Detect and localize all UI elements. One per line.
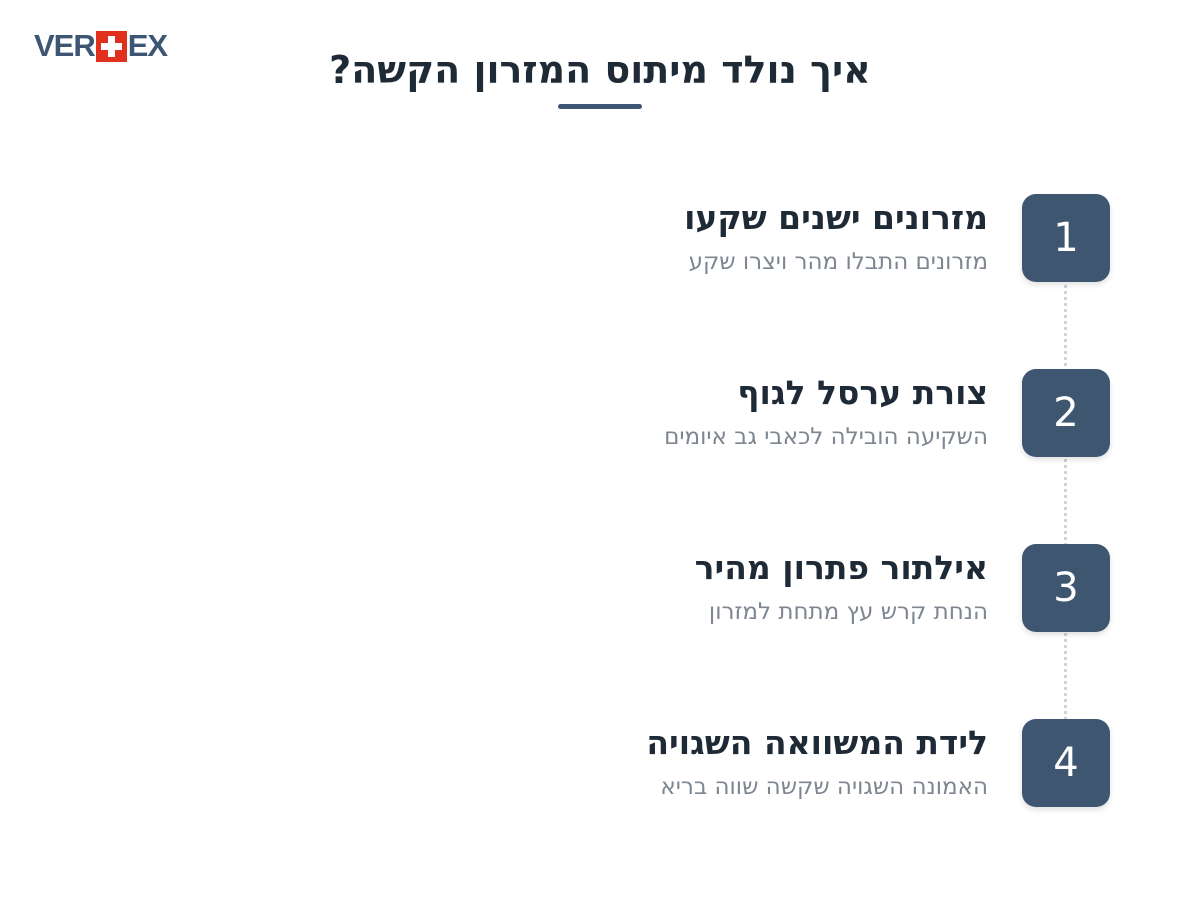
step-description: מזרונים התבלו מהר ויצרו שקע — [688, 249, 988, 275]
step-title: צורת ערסל לגוף — [737, 373, 988, 412]
swiss-cross-icon — [95, 30, 127, 62]
logo-text-left: VER — [34, 28, 96, 63]
step-description: האמונה השגויה שקשה שווה בריא — [660, 774, 988, 800]
step-text: צורת ערסל לגוף השקיעה הובילה לכאבי גב אי… — [288, 371, 988, 453]
timeline-step-1: 1 מזרונים ישנים שקעו מזרונים התבלו מהר ו… — [0, 194, 1200, 282]
step-title: לידת המשוואה השגויה — [646, 723, 988, 762]
step-number-badge: 2 — [1022, 369, 1110, 457]
title-underline — [558, 104, 642, 109]
timeline-connector — [1064, 238, 1067, 762]
step-description: הנחת קרש עץ מתחת למזרון — [708, 599, 988, 625]
logo-text-right: EX — [127, 28, 168, 63]
timeline-step-4: 4 לידת המשוואה השגויה האמונה השגויה שקשה… — [0, 719, 1200, 807]
step-title: אילתור פתרון מהיר — [694, 548, 988, 587]
step-title: מזרונים ישנים שקעו — [684, 198, 988, 237]
step-number-badge: 1 — [1022, 194, 1110, 282]
step-text: לידת המשוואה השגויה האמונה השגויה שקשה ש… — [288, 721, 988, 803]
timeline-step-3: 3 אילתור פתרון מהיר הנחת קרש עץ מתחת למז… — [0, 544, 1200, 632]
timeline-step-2: 2 צורת ערסל לגוף השקיעה הובילה לכאבי גב … — [0, 369, 1200, 457]
brand-logo: VER EX — [34, 28, 168, 63]
step-number-badge: 4 — [1022, 719, 1110, 807]
page-title: איך נולד מיתוס המזרון הקשה? — [329, 48, 871, 92]
step-text: אילתור פתרון מהיר הנחת קרש עץ מתחת למזרו… — [288, 546, 988, 628]
step-text: מזרונים ישנים שקעו מזרונים התבלו מהר ויצ… — [288, 196, 988, 278]
step-description: השקיעה הובילה לכאבי גב איומים — [664, 424, 988, 450]
step-number-badge: 3 — [1022, 544, 1110, 632]
